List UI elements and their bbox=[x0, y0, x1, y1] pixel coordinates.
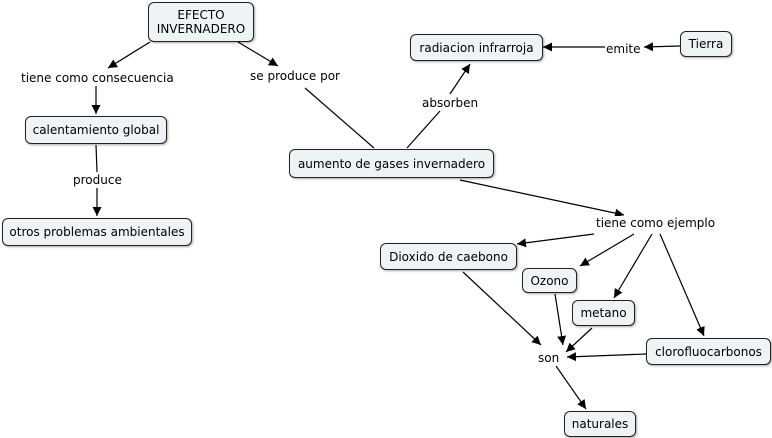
link-tiene-como-consecuencia: tiene como consecuencia bbox=[20, 71, 175, 85]
edge-efecto-producepor bbox=[237, 41, 279, 67]
node-ozono[interactable]: Ozono bbox=[522, 268, 577, 293]
edge-aumento-absorben bbox=[406, 110, 441, 149]
edge-ejemplo-cloro bbox=[659, 233, 705, 337]
node-dioxido-de-carbono[interactable]: Dioxido de caebono bbox=[380, 243, 517, 270]
node-metano[interactable]: metano bbox=[572, 300, 635, 326]
link-produce: produce bbox=[72, 173, 123, 187]
edge-dioxido-son bbox=[462, 271, 542, 346]
edge-son-naturales bbox=[555, 365, 587, 410]
edge-absorben-radiacion bbox=[449, 63, 471, 95]
link-son: son bbox=[537, 351, 561, 365]
link-absorben: absorben bbox=[421, 96, 480, 110]
node-calentamiento-global[interactable]: calentamiento global bbox=[25, 116, 167, 144]
edge-calentamiento-produce bbox=[95, 144, 98, 173]
link-emite: emite bbox=[605, 42, 642, 56]
node-naturales[interactable]: naturales bbox=[564, 411, 636, 437]
node-aumento-gases-invernadero[interactable]: aumento de gases invernadero bbox=[289, 149, 494, 178]
link-se-produce-por: se produce por bbox=[249, 69, 341, 83]
link-tiene-como-ejemplo: tiene como ejemplo bbox=[595, 216, 717, 230]
edge-tierra-emite bbox=[643, 42, 681, 52]
edge-ejemplo-ozono bbox=[579, 233, 635, 267]
edge-ozono-son bbox=[554, 293, 567, 346]
node-radiacion-infrarroja[interactable]: radiacion infrarroja bbox=[410, 34, 543, 61]
node-tierra[interactable]: Tierra bbox=[680, 31, 732, 57]
edge-ejemplo-metano bbox=[613, 233, 653, 299]
edge-efecto-consecuencia bbox=[107, 41, 151, 69]
node-otros-problemas-ambientales[interactable]: otros problemas ambientales bbox=[2, 218, 192, 246]
node-efecto-invernadero[interactable]: EFECTO INVERNADERO bbox=[148, 2, 254, 42]
edge-aumento-ejemplo bbox=[459, 179, 625, 218]
edge-metano-son bbox=[565, 327, 593, 353]
node-clorofluocarbonos[interactable]: clorofluocarbonos bbox=[646, 338, 771, 365]
edge-ejemplo-dioxido bbox=[516, 233, 595, 248]
edge-cloro-son bbox=[566, 352, 647, 362]
edge-producepor-aumento bbox=[304, 87, 375, 149]
